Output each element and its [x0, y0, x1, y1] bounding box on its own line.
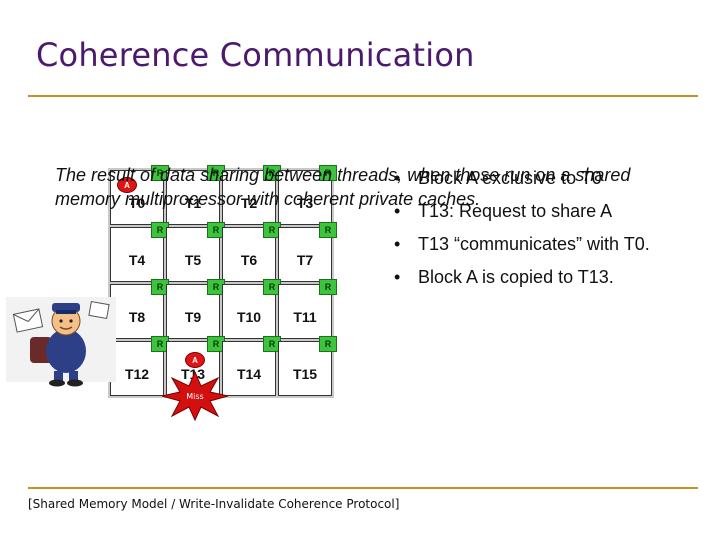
slide-footer: [Shared Memory Model / Write-Invalidate … [28, 497, 400, 511]
footer-divider [28, 487, 698, 489]
miss-starburst-icon: Miss [161, 370, 229, 422]
block-a-icon: A [117, 177, 137, 193]
cache-icon: R [151, 222, 169, 238]
cache-icon: R [319, 222, 337, 238]
cache-icon: R [319, 279, 337, 295]
miss-label: Miss [186, 392, 203, 401]
block-a-copy-icon: A [185, 352, 205, 368]
bullet-item: Block A exclusive to T0 [392, 166, 692, 190]
bullet-list: Block A exclusive to T0 T13: Request to … [392, 166, 692, 298]
slide-title: Coherence Communication [36, 36, 475, 74]
cache-icon: R [151, 165, 169, 181]
cache-icon: R [319, 336, 337, 352]
cache-icon: R [319, 165, 337, 181]
cache-icon: R [207, 336, 225, 352]
cache-icon: R [207, 165, 225, 181]
bullet-item: T13 “communicates” with T0. [392, 232, 692, 256]
bullet-item: Block A is copied to T13. [392, 265, 692, 289]
postman-illustration [6, 297, 116, 387]
title-divider [28, 95, 698, 97]
bullet-item: T13: Request to share A [392, 199, 692, 223]
